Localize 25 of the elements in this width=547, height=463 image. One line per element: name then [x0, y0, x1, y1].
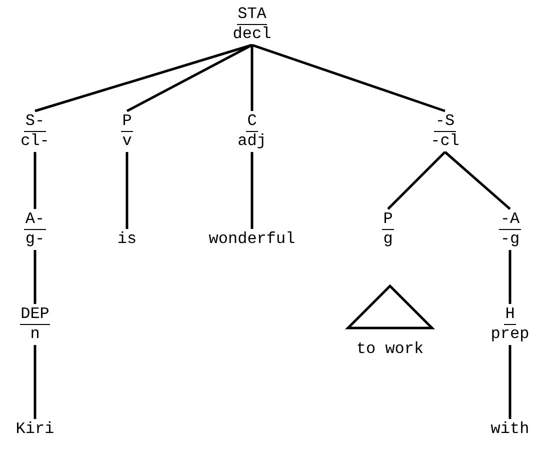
- tree-branch: [387, 151, 446, 210]
- function-label: STA: [236, 5, 268, 25]
- tree-branch: [444, 151, 511, 210]
- category-label: decl: [232, 25, 272, 44]
- tree-branch: [126, 152, 128, 229]
- function-label: P: [382, 210, 394, 230]
- tree-branch: [34, 250, 36, 304]
- function-label: DEP: [20, 305, 50, 325]
- function-label: A-: [24, 210, 46, 230]
- tree-branch: [508, 250, 512, 304]
- tree-branch: [34, 152, 36, 209]
- tree-branch: [252, 44, 446, 112]
- triangle-branch: [344, 284, 436, 330]
- tree-branch: [34, 345, 36, 419]
- function-label: -A: [499, 210, 521, 230]
- tree-branch: [250, 152, 254, 229]
- function-label: C: [246, 112, 258, 132]
- tree-branch: [34, 44, 252, 112]
- tree-branch: [508, 345, 512, 419]
- tree-branch: [126, 44, 253, 112]
- function-label: S-: [24, 112, 46, 132]
- function-label: H: [504, 305, 516, 325]
- tree-branch: [250, 45, 254, 111]
- function-label: P: [121, 112, 133, 132]
- function-label: -S: [434, 112, 456, 132]
